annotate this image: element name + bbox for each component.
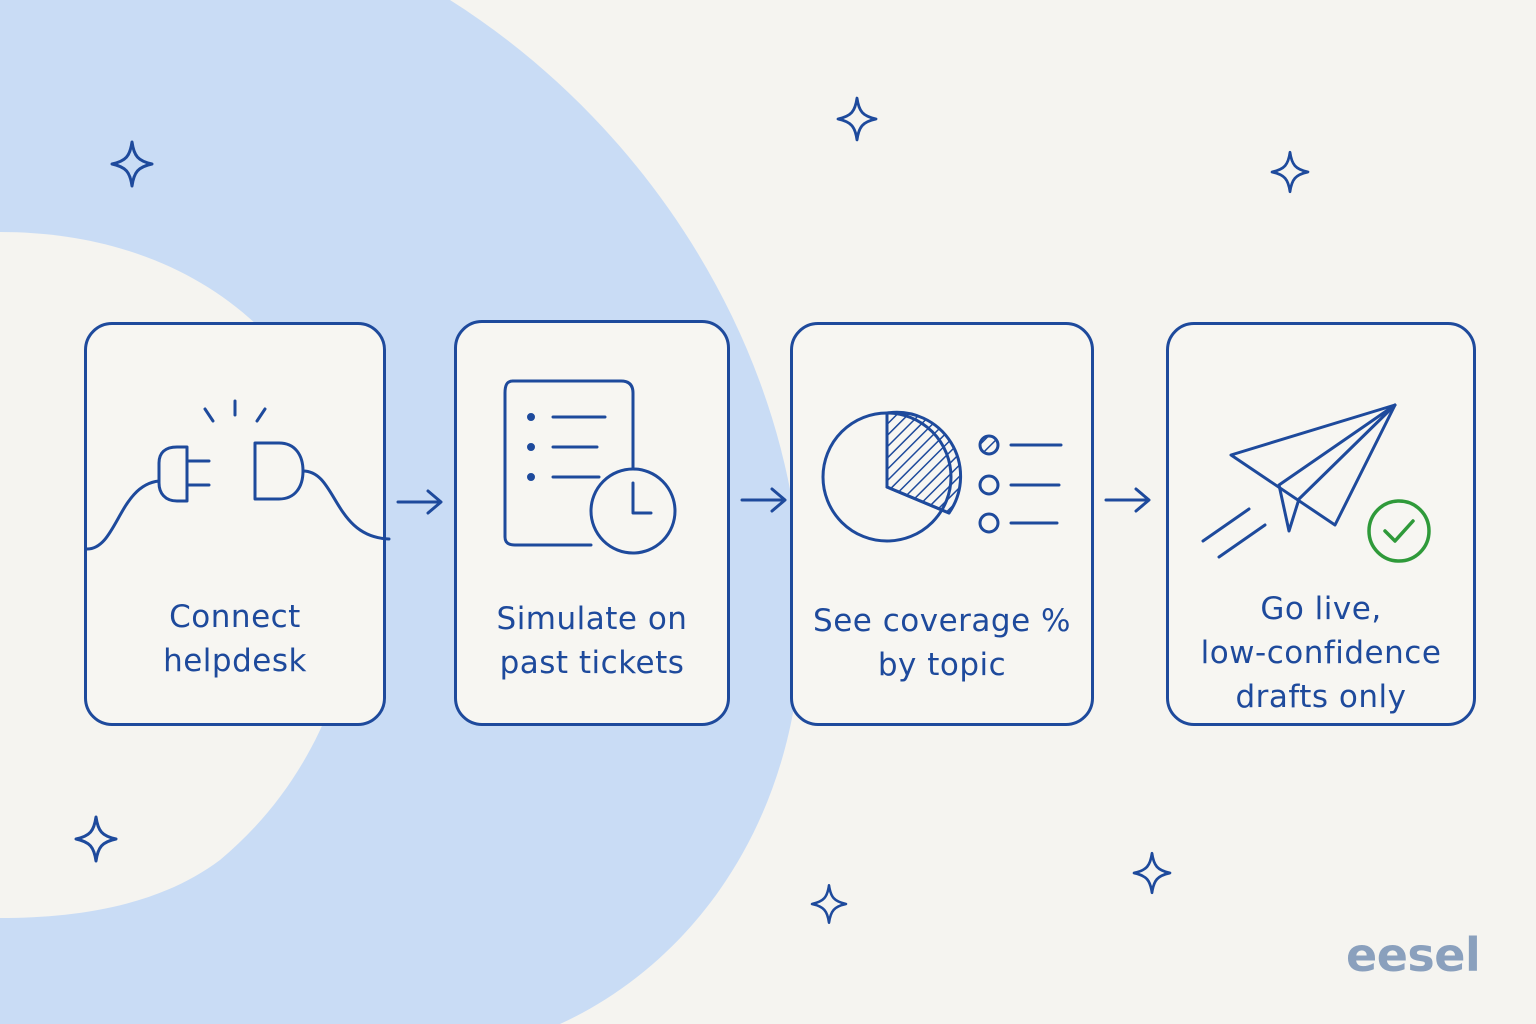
sparkle-icon — [836, 96, 878, 142]
pie-chart-icon — [821, 410, 1063, 543]
plug-icon — [85, 399, 391, 551]
step-label: See coverage % by topic — [813, 603, 1071, 683]
sparkle-icon — [810, 884, 848, 924]
sparkle-icon — [1270, 150, 1310, 194]
sparkle-icon — [74, 815, 118, 863]
paper-plane-icon — [1201, 403, 1431, 563]
step-card-simulate: Simulate on past tickets — [454, 320, 730, 726]
arrow-right-icon — [1104, 487, 1151, 513]
step-label: Simulate on past tickets — [496, 601, 688, 681]
brand-logo: eesel — [1346, 928, 1481, 982]
document-clock-icon — [503, 379, 677, 555]
step-label: Connect helpdesk — [163, 599, 307, 679]
step-card-connect-helpdesk: Connect helpdesk — [84, 322, 391, 726]
step-card-coverage: See coverage % by topic — [790, 322, 1094, 726]
arrow-right-icon — [740, 487, 787, 513]
arrow-right-icon — [396, 489, 443, 515]
sparkle-icon — [110, 140, 154, 188]
check-circle-icon — [1367, 499, 1431, 563]
sparkle-icon — [1132, 851, 1172, 895]
step-card-go-live: Go live, low-confidence drafts only — [1166, 322, 1476, 726]
step-label: Go live, low-confidence drafts only — [1200, 591, 1442, 715]
